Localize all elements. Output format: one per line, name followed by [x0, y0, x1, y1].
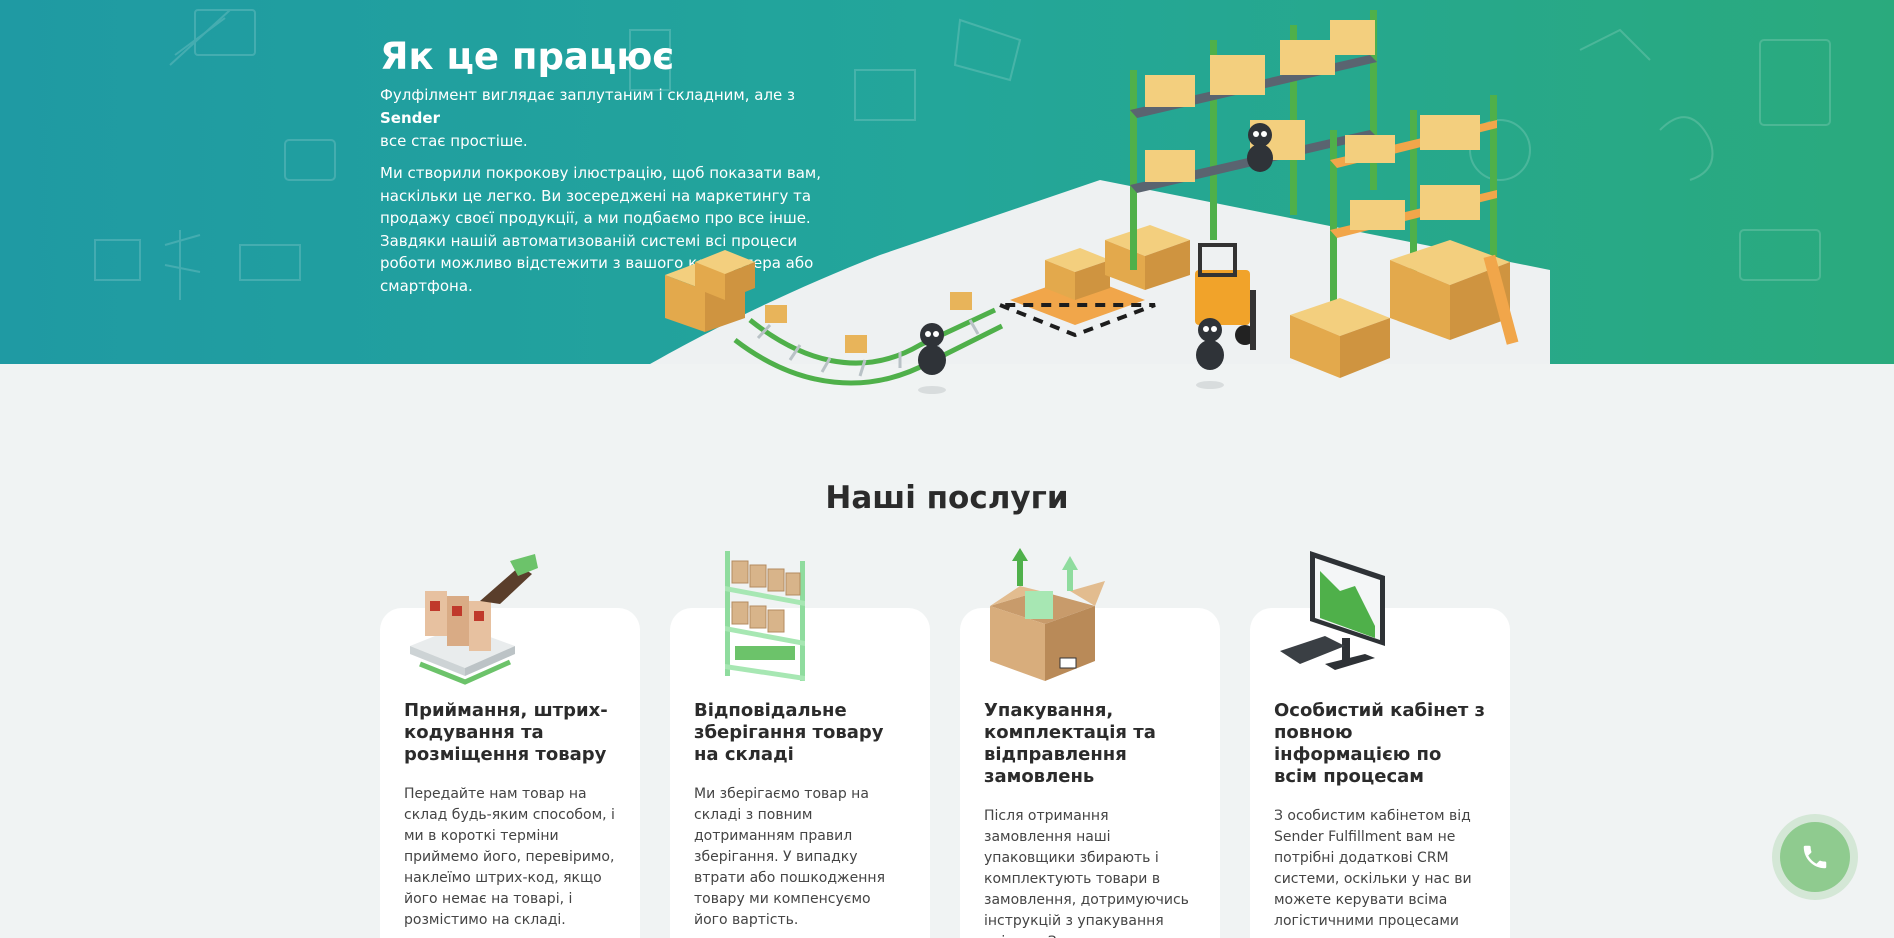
- warehouse-shelf-icon: [725, 551, 805, 681]
- service-card-text: Передайте нам товар на склад будь-яким с…: [404, 786, 615, 928]
- hero-intro-text: Фулфілмент виглядає заплутаним і складни…: [380, 86, 796, 104]
- hero-intro-end: все стає простіше.: [380, 132, 528, 150]
- delivery-box-icon: [990, 548, 1105, 681]
- service-card-text: Ми зберігаємо товар на складі з повним д…: [694, 786, 885, 928]
- service-card-storage: Відповідальне зберігання товару на склад…: [670, 551, 930, 938]
- hero-title: Як це працює: [380, 35, 675, 78]
- service-card-title: Приймання, штрих-кодування та розміщення…: [404, 700, 608, 765]
- computer-dashboard-icon: [1280, 551, 1385, 670]
- service-card-dashboard: Особистий кабінет з повною інформацією п…: [1250, 551, 1510, 938]
- service-card-title: Особистий кабінет з повною інформацією п…: [1274, 700, 1486, 787]
- service-card-text: З особистим кабінетом від Sender Fulfill…: [1274, 808, 1472, 938]
- services-title: Наші послуги: [825, 480, 1069, 516]
- call-button[interactable]: [1780, 822, 1850, 892]
- hero-intro: Фулфілмент виглядає заплутаним і складни…: [380, 84, 830, 153]
- service-card-title: Відповідальне зберігання товару на склад…: [694, 700, 884, 765]
- service-card-title: Упакування, комплектація та відправлення…: [984, 700, 1156, 787]
- phone-icon: [1803, 845, 1827, 869]
- service-card-receiving: Приймання, штрих-кодування та розміщення…: [380, 554, 640, 938]
- service-card-text: Після отримання замовлення наші упаковщи…: [984, 808, 1189, 938]
- brand-name: Sender: [380, 109, 440, 127]
- service-card-packing: Упакування, комплектація та відправлення…: [960, 548, 1220, 938]
- hero-text-block: Як це працює Фулфілмент виглядає заплута…: [380, 34, 830, 297]
- barcode-scanner-boxes-icon: [410, 554, 538, 685]
- warehouse-illustration: [650, 10, 1550, 394]
